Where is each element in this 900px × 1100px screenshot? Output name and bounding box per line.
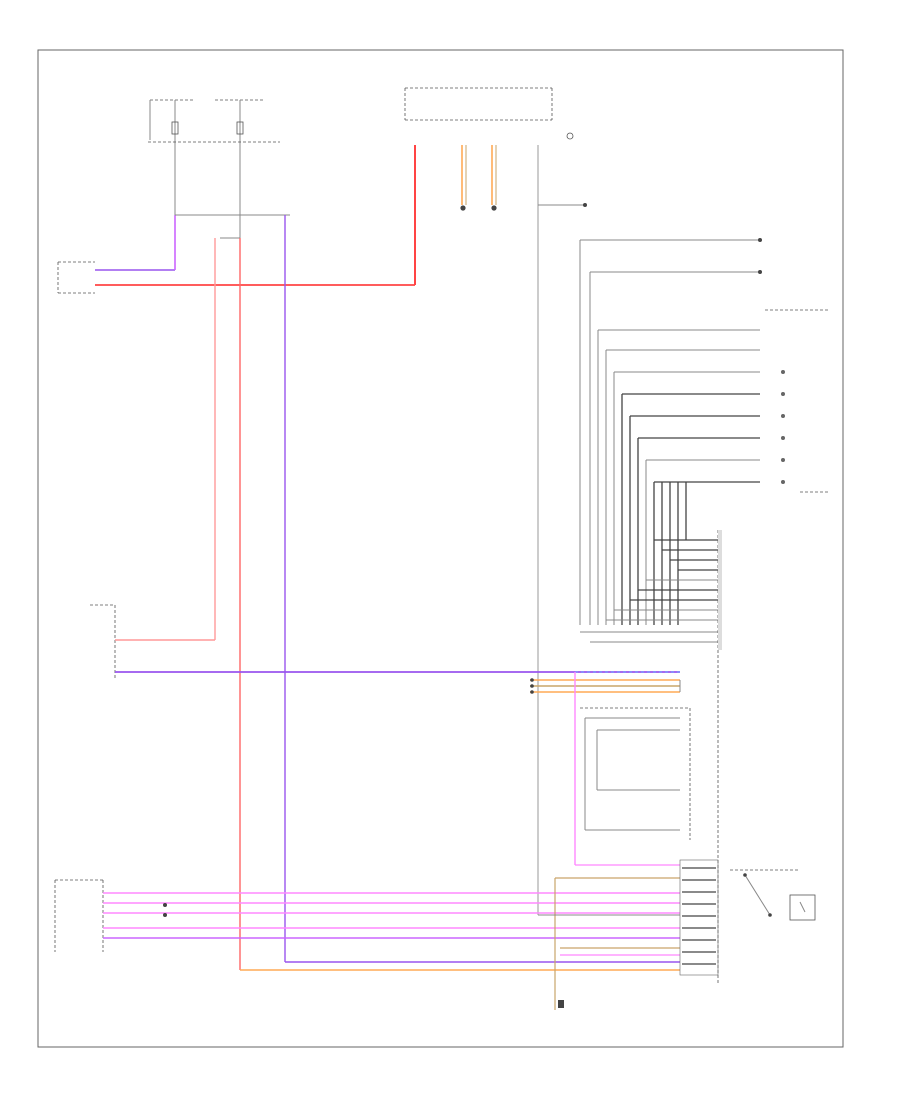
shift-module [580,707,691,840]
right-harness [579,238,830,625]
ignition-switch [90,604,116,680]
brake-switch [57,261,95,294]
transmission-control-module [717,530,722,985]
fuse-block [148,99,280,245]
range-sensor [54,879,104,952]
connector-dot [491,205,497,211]
control-module-top [404,87,574,140]
bottom-right-connector [679,859,719,976]
selector-switch [730,869,816,921]
tcm-feeds [580,539,718,643]
ground-symbol [558,1000,564,1008]
connector-dot [460,205,466,211]
diagram-frame [37,49,844,1048]
